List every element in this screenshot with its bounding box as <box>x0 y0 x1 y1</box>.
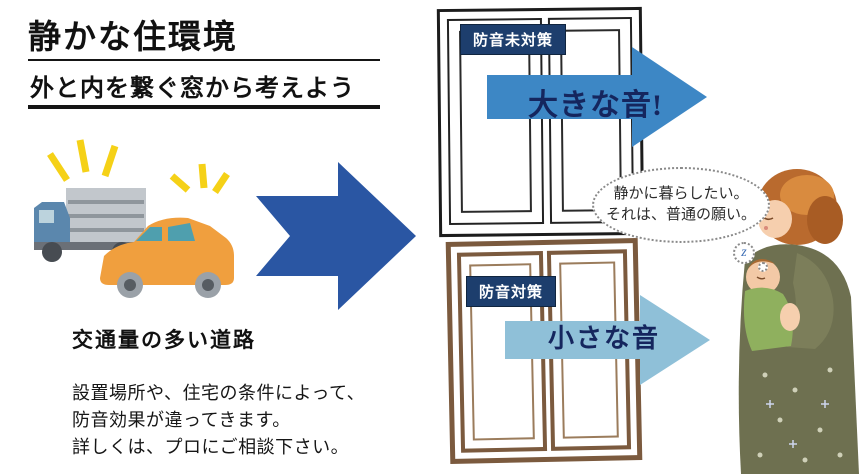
thought-bubble: 静かに暮らしたい。 それは、普通の願い。 <box>592 167 770 243</box>
subtitle-underline <box>28 105 380 109</box>
loud-sound-text: 大きな音! <box>528 89 663 122</box>
loud-sound-arrow-icon <box>487 47 707 147</box>
title-divider <box>28 59 380 61</box>
note-text: 設置場所や、住宅の条件によって、 防音効果が違ってきます。 詳しくは、プロにご相… <box>72 380 365 461</box>
sleep-z-icon: z <box>733 242 755 264</box>
bubble-line-1: 静かに暮らしたい。 <box>613 186 749 202</box>
mother-baby-illustration <box>738 169 859 474</box>
big-arrow-icon <box>256 162 416 310</box>
note-line-1: 設置場所や、住宅の条件によって、 <box>72 383 366 403</box>
page-title: 静かな住環境 <box>28 18 238 55</box>
bubble-line-2: それは、普通の願い。 <box>605 207 756 223</box>
note-line-2: 防音効果が違ってきます。 <box>72 410 291 430</box>
road-caption: 交通量の多い道路 <box>72 329 256 352</box>
car-icon <box>100 217 234 298</box>
traffic-illustration <box>34 139 234 298</box>
page-subtitle: 外と内を繋ぐ窓から考えよう <box>30 75 355 102</box>
noise-lines-icon <box>47 139 230 194</box>
quiet-sound-text: 小さな音 <box>548 324 661 353</box>
bubble-trail-dot <box>758 262 768 272</box>
quiet-sound-arrow-icon <box>505 295 710 385</box>
label-soundproofing: 防音対策 <box>466 276 557 307</box>
label-no-soundproofing: 防音未対策 <box>460 24 567 55</box>
note-line-3: 詳しくは、プロにご相談下さい。 <box>72 437 350 457</box>
